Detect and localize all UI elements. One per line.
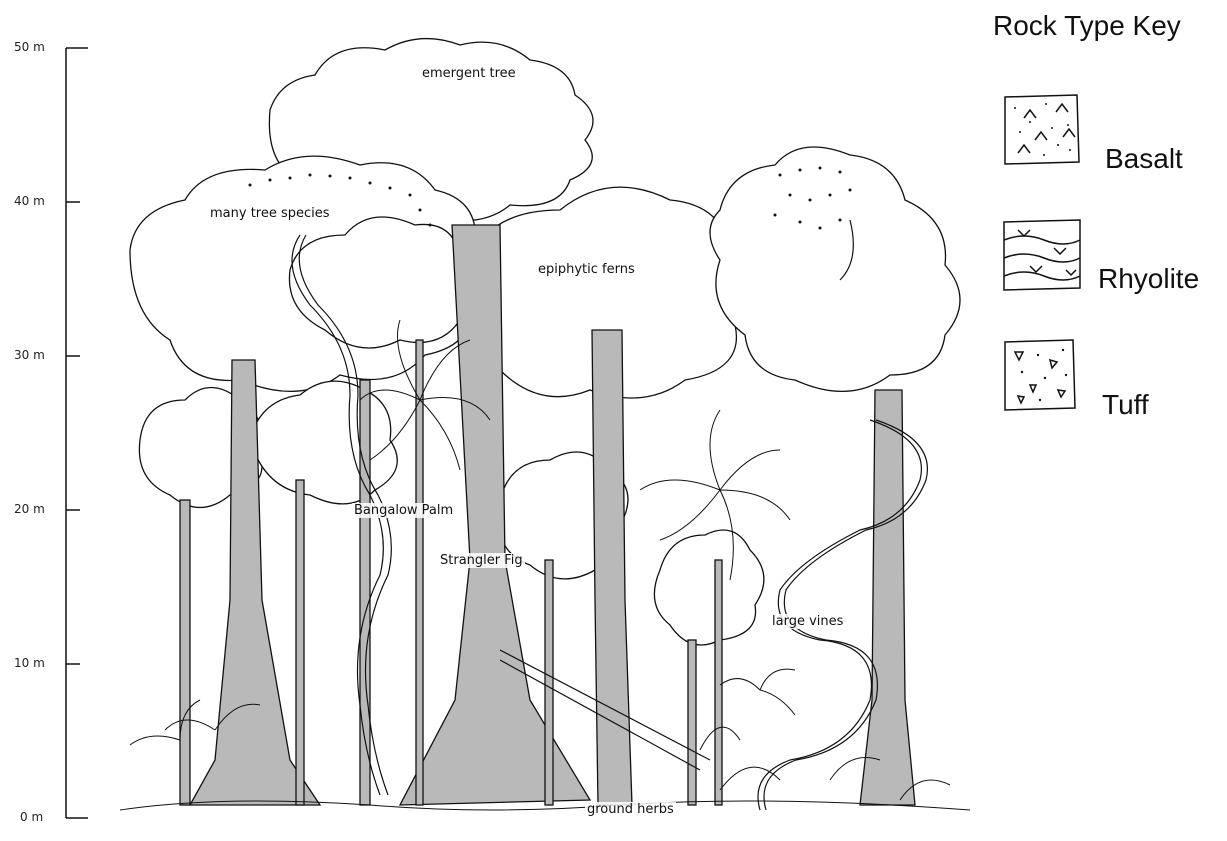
scale-label-50m: 50 m bbox=[14, 40, 45, 54]
key-label-rhyolite: Rhyolite bbox=[1098, 263, 1199, 295]
label-ground-herbs: ground herbs bbox=[585, 802, 676, 817]
label-strangler-fig: Strangler Fig bbox=[438, 553, 525, 568]
height-scale-axis bbox=[66, 48, 88, 818]
right-lower-crown bbox=[654, 530, 764, 645]
label-large-vines: large vines bbox=[770, 614, 845, 629]
basalt-swatch bbox=[1005, 95, 1079, 164]
scale-label-40m: 40 m bbox=[14, 194, 45, 208]
scale-label-30m: 30 m bbox=[14, 348, 45, 362]
label-epiphytic-ferns: epiphytic ferns bbox=[536, 262, 637, 277]
tuff-swatch bbox=[1005, 340, 1075, 410]
scale-label-20m: 20 m bbox=[14, 502, 45, 516]
scale-label-0m: 0 m bbox=[20, 810, 43, 824]
center-right-trunk bbox=[592, 330, 632, 805]
left-mid-crown bbox=[250, 381, 397, 504]
rhyolite-swatch bbox=[1004, 220, 1080, 290]
label-emergent-tree: emergent tree bbox=[420, 66, 518, 81]
label-many-tree-species: many tree species bbox=[208, 206, 332, 221]
right-trunk bbox=[860, 390, 915, 805]
scale-label-10m: 10 m bbox=[14, 656, 45, 670]
rock-type-key-title: Rock Type Key bbox=[993, 10, 1181, 42]
right-canopy-crown bbox=[710, 147, 960, 391]
label-bangalow-palm: Bangalow Palm bbox=[352, 503, 455, 518]
key-label-tuff: Tuff bbox=[1102, 389, 1149, 421]
key-label-basalt: Basalt bbox=[1105, 143, 1183, 175]
